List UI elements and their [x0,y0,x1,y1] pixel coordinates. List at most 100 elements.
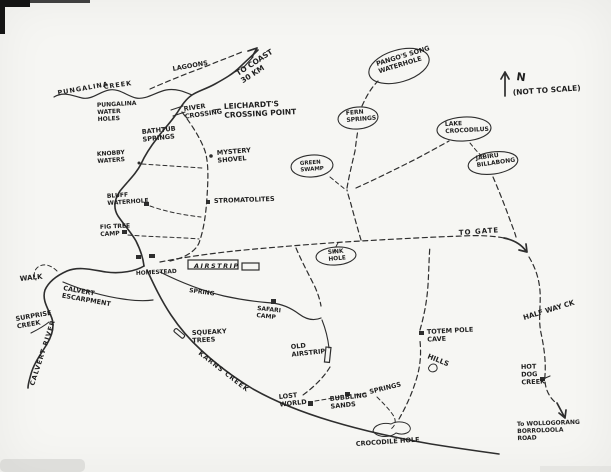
main-road-east [159,235,505,263]
main-river [114,49,259,267]
crocodile-hole-blob [372,421,411,437]
north-letter: N [516,70,527,84]
pangos-song-bubble [368,47,430,85]
mystery-shovel-marker [209,154,213,158]
to-coast-arrow [247,47,258,58]
not-to-scale-label: (NOT TO SCALE) [513,83,581,97]
green-swamp-bubble [290,154,334,178]
hills-scribble [427,363,438,373]
place-bubbles [290,47,519,266]
tracks [33,50,557,430]
old-airstrip-continue [302,366,331,396]
pungalina-water-holes-label: PUNGALINAWATERHOLES [97,100,138,123]
sink-hole-link [333,242,339,253]
bubbling-springs-link [354,392,369,396]
mystery-shovel-label: MYSTERYSHOVEL [216,146,252,165]
lake-crocodilus-label: LAKECROCODILUS [445,119,489,135]
totem-pole-marker [419,331,424,335]
arrows-and-ticks [170,47,567,437]
scan-smudge-bottom-left [0,459,85,472]
pungalina-creek-label-1: PUNGALINA [57,80,109,97]
north-branch-lower [346,189,362,241]
old-airstrip-label: OLDAIRSTRIP [290,339,325,358]
to-gate-arrow [503,237,528,253]
calvert-escarpment-line [62,281,154,302]
crocodile-hole-label: CROCODILE HOLE [356,436,420,448]
squeaky-trees-log [173,328,186,339]
knobby-waters-label: KNOBBYWATERS [97,149,127,165]
fig-tree-camp-label: FIG TREECAMP [100,222,131,238]
walk-loop [33,264,58,281]
stromatolites-marker [206,200,210,204]
homestead-building-a [136,255,141,259]
scan-mark-top-thin [0,0,90,3]
north-branch-upper [361,80,379,107]
pungalina-creek-label-2: CREEK [103,79,133,91]
lost-world-marker [308,401,313,406]
bluff-connector [149,205,202,218]
lost-world-link [314,396,341,402]
airstrip-apron [241,262,260,271]
river-crossing-ticks [170,105,551,380]
place-markers [122,154,545,406]
jabiru-south-route [492,176,517,238]
lost-world-label: LOSTWORLD [278,390,307,408]
sink-hole-label: SINKHOLE [328,248,347,262]
pungalina-creek [53,88,193,99]
green-swamp-tail [329,176,347,191]
to-wollogorang-label: To WOLLOGORANGBORROLOOLAROAD [517,419,581,442]
crossing-south-track [169,111,209,262]
walk-label: WALK [19,273,43,283]
north-branch-mid [346,129,359,189]
half-way-ck-label: HALF WAY CK [522,299,576,322]
safari-to-old-airstrip-line [321,319,330,349]
calvert-river-label: CALVERT RIVER [28,319,57,387]
bubbling-sands-label: BUBBLINGSANDS [329,391,368,411]
leichardts-crossing-label: LEICHARDT'SCROSSING POINT [224,98,298,120]
totem-north-track [419,245,431,331]
homestead-label: HOMESTEAD [136,269,177,277]
fig-tree-marker [122,230,127,234]
knobby-connector [141,163,203,169]
calvert-river [27,265,145,389]
fern-springs-bubble [337,106,379,130]
karns-creek [146,269,500,455]
jabiru-billabong-bubble [467,151,519,175]
squeaky-trees-label: SQUEAKYTREES [192,327,228,344]
springs-label: SPRINGS [369,380,403,396]
north-arrow [500,71,510,97]
surprise-creek-line [30,321,50,334]
sink-hole-bubble [315,246,357,266]
lake-to-jabiru [469,142,484,158]
safari-camp-label: SAFARICAMP [256,305,281,321]
bathtub-springs-label: BATHTUBSPRINGS [141,124,177,143]
homestead-building-b [149,254,155,258]
hot-dog-marker [540,377,545,381]
wollogorang-arrow [556,402,567,419]
stromatolites-label: STROMATOLITES [214,195,275,205]
fern-springs-label: FERNSPRINGS [346,107,377,124]
scan-mark-top [0,0,30,7]
lagoons-label: LAGOONS [172,59,209,73]
spring-label: SPRING [189,287,215,297]
lagoon-track [149,50,245,90]
scan-smudge-bottom-right [540,466,611,472]
knobby-waters-marker [137,161,141,165]
bubbling-sands-marker [345,392,350,396]
bluff-waterhole-marker [144,202,149,206]
airstrip-label: AIRSTRIP [193,262,240,270]
hot-dog-creek-label: HOTDOGCREEK [521,362,546,386]
to-gate-label: TO GATE [459,226,500,237]
lake-route [355,140,450,189]
lake-crocodilus-bubble [436,116,492,142]
river-double-bank [242,56,254,69]
karns-creek-label: KARNS CREEK [197,349,251,394]
springs-to-crocodile-hole [376,396,396,430]
river-crossing-label: RIVERCROSSING [183,100,222,121]
spring-creek [159,271,322,321]
old-airstrip-strip [323,346,332,364]
